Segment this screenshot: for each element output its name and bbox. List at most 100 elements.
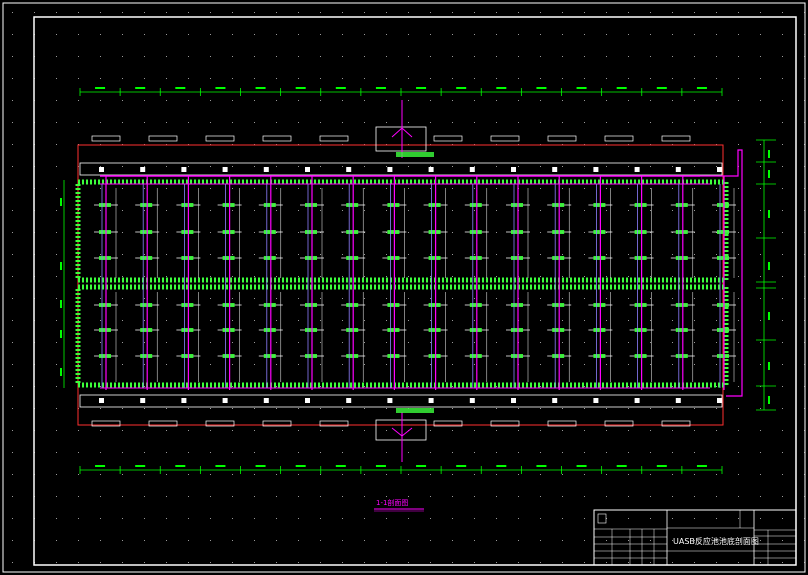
grid-dot xyxy=(342,452,343,453)
grid-dot xyxy=(716,210,717,211)
nozzle xyxy=(222,354,235,358)
grid-dot xyxy=(606,342,607,343)
grid-dot xyxy=(144,188,145,189)
grid-dot xyxy=(122,78,123,79)
grid-dot xyxy=(210,254,211,255)
grid-dot xyxy=(320,430,321,431)
grid-dot xyxy=(232,430,233,431)
grid-dot xyxy=(210,430,211,431)
grid-dot xyxy=(166,452,167,453)
dimension-value-mark xyxy=(616,87,627,89)
grid-dot xyxy=(562,364,563,365)
nozzle xyxy=(511,203,523,207)
dimension-value-mark xyxy=(375,465,386,467)
grid-dot xyxy=(716,100,717,101)
wall-segment-top xyxy=(433,135,463,142)
grid-dot xyxy=(12,12,13,13)
grid-dot xyxy=(474,276,475,277)
grid-dot xyxy=(342,540,343,541)
channel-label-mark xyxy=(99,167,104,172)
grid-dot xyxy=(210,232,211,233)
grid-dot xyxy=(166,276,167,277)
grid-dot xyxy=(298,540,299,541)
grid-dot xyxy=(430,474,431,475)
grid-dot xyxy=(694,188,695,189)
grid-dot xyxy=(650,276,651,277)
grid-dot xyxy=(474,452,475,453)
grid-dot xyxy=(166,100,167,101)
grid-dot xyxy=(606,298,607,299)
grid-dot xyxy=(100,100,101,101)
grid-dot xyxy=(12,188,13,189)
nozzle xyxy=(593,328,606,332)
grid-dot xyxy=(606,364,607,365)
grid-dot xyxy=(122,408,123,409)
grid-dot xyxy=(408,298,409,299)
grid-dot xyxy=(12,342,13,343)
grid-dot xyxy=(320,166,321,167)
nozzle xyxy=(387,328,400,332)
nozzle xyxy=(552,256,565,260)
grid-dot xyxy=(56,166,57,167)
grid-dot xyxy=(738,408,739,409)
grid-dot xyxy=(276,320,277,321)
grid-dot xyxy=(672,562,673,563)
grid-dot xyxy=(254,496,255,497)
nozzle xyxy=(99,256,111,260)
nozzle xyxy=(428,354,441,358)
grid-dot xyxy=(364,298,365,299)
grid-dot xyxy=(562,188,563,189)
nozzle xyxy=(305,256,317,260)
grid-dot xyxy=(650,34,651,35)
grid-dot xyxy=(782,518,783,519)
grid-dot xyxy=(276,56,277,57)
grid-dot xyxy=(628,298,629,299)
grid-dot xyxy=(782,540,783,541)
grid-dot xyxy=(56,386,57,387)
grid-dot xyxy=(56,430,57,431)
dimension-value-mark xyxy=(60,262,62,270)
nozzle xyxy=(428,203,441,207)
grid-dot xyxy=(540,496,541,497)
grid-dot xyxy=(452,298,453,299)
grid-dot xyxy=(474,518,475,519)
dimension-value-mark xyxy=(616,465,627,467)
grid-dot xyxy=(100,210,101,211)
grid-dot xyxy=(518,56,519,57)
grid-dot xyxy=(34,12,35,13)
grid-dot xyxy=(540,518,541,519)
grid-dot xyxy=(562,320,563,321)
grid-dot xyxy=(254,540,255,541)
nozzle xyxy=(305,354,317,358)
grid-dot xyxy=(342,188,343,189)
grid-dot xyxy=(276,210,277,211)
dimension-value-mark xyxy=(768,150,770,158)
grid-dot xyxy=(78,56,79,57)
grid-dot xyxy=(298,254,299,255)
nozzle xyxy=(99,354,111,358)
grid-dot xyxy=(320,210,321,211)
grid-dot xyxy=(408,34,409,35)
grid-dot xyxy=(56,188,57,189)
grid-dot xyxy=(628,210,629,211)
grid-dot xyxy=(694,276,695,277)
grid-dot xyxy=(364,34,365,35)
grid-dot xyxy=(386,518,387,519)
grid-dot xyxy=(166,496,167,497)
grid-dot xyxy=(584,34,585,35)
grid-dot xyxy=(452,474,453,475)
grid-dot xyxy=(56,342,57,343)
grid-dot xyxy=(672,298,673,299)
grid-dot xyxy=(672,56,673,57)
grid-dot xyxy=(408,518,409,519)
nozzle xyxy=(428,328,441,332)
grid-dot xyxy=(540,408,541,409)
channel-label-mark xyxy=(511,398,516,403)
grid-dot xyxy=(210,298,211,299)
grid-dot xyxy=(496,364,497,365)
grid-dot xyxy=(56,276,57,277)
grid-dot xyxy=(364,166,365,167)
nozzle xyxy=(717,230,729,234)
grid-dot xyxy=(606,320,607,321)
dimension-lines xyxy=(60,87,776,474)
